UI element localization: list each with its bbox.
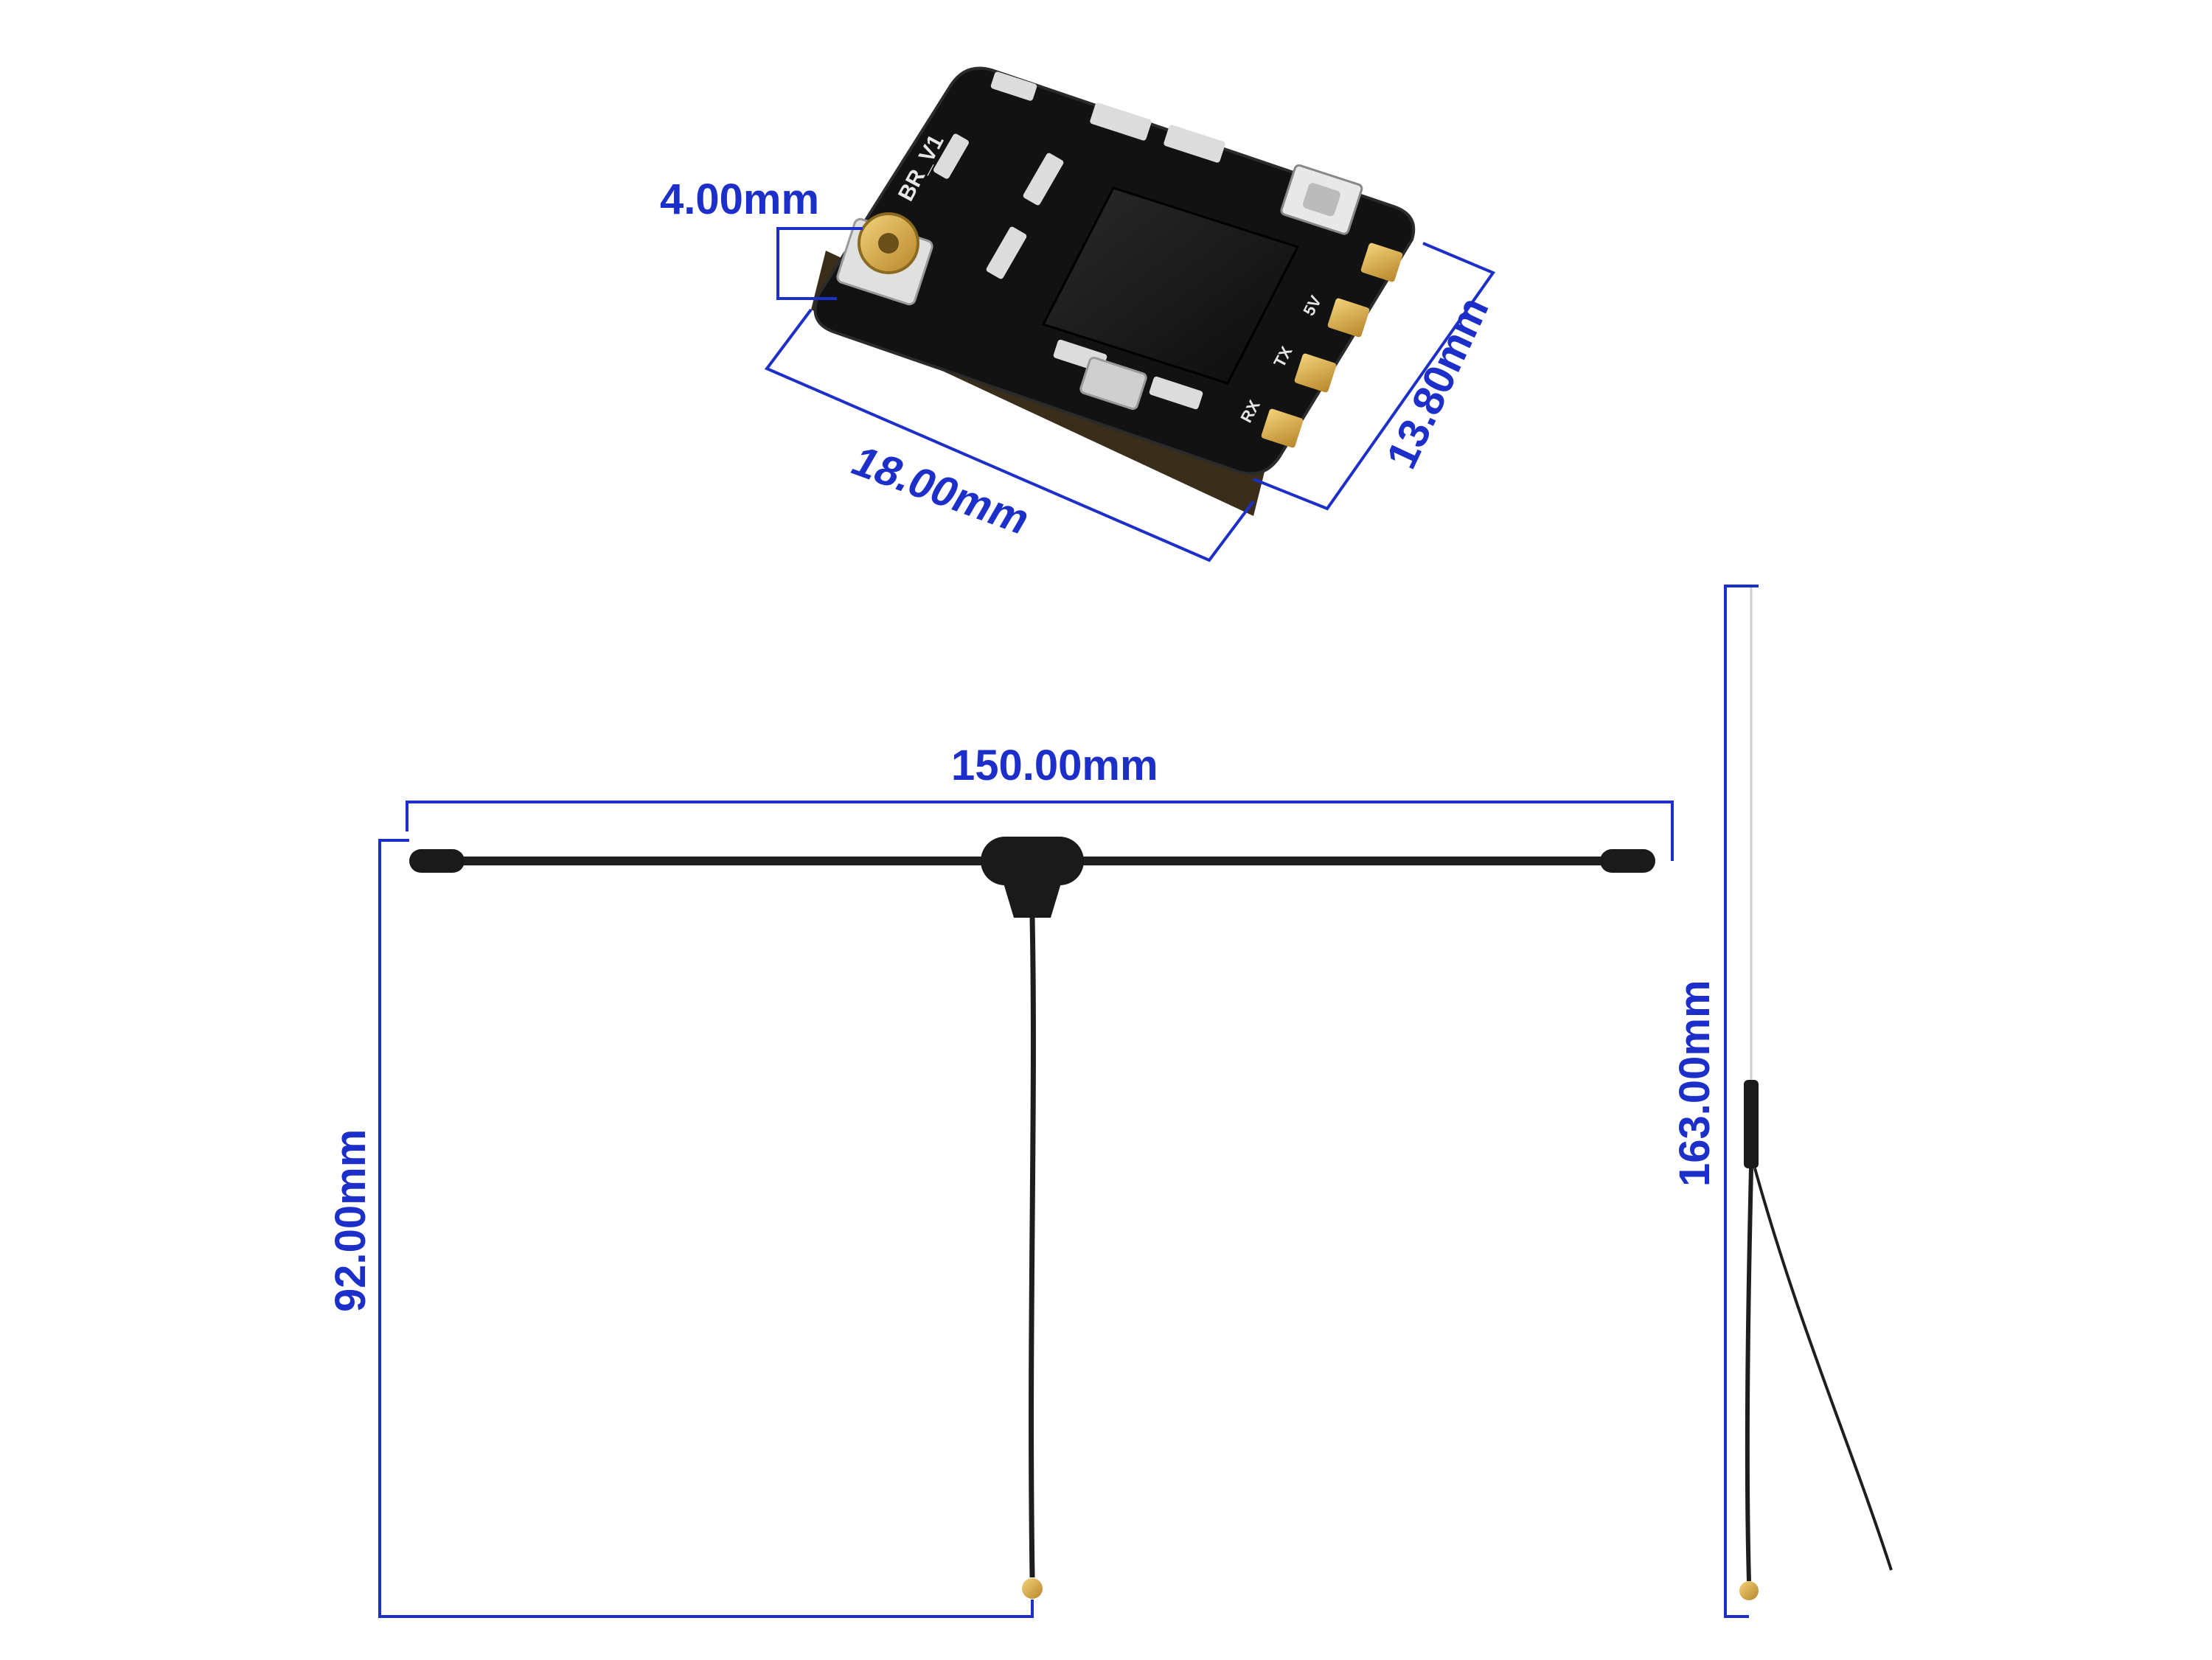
wire-antenna-dimension-lines <box>1724 585 1759 1618</box>
dipole-span-line <box>406 801 1674 861</box>
main-chip <box>1041 186 1300 385</box>
single-antenna-line <box>1724 585 1759 1618</box>
dipole-ufl-plug <box>1022 1578 1043 1599</box>
dipole-span-label: 150.00mm <box>951 742 1158 789</box>
connector-height-line <box>776 227 863 300</box>
board-width-line <box>1253 242 1496 511</box>
dipole-end-cap-left <box>409 849 465 873</box>
single-antenna-label: 163.00mm <box>1671 980 1719 1187</box>
board-dimension-lines <box>764 227 1496 562</box>
dipole-end-cap-right <box>1600 849 1655 873</box>
solder-pads <box>1261 243 1403 448</box>
dipole-center-hub <box>981 837 1084 885</box>
wire-antenna-ufl-plug <box>1739 1581 1759 1600</box>
board-width-label: 13.80mm <box>1377 290 1498 476</box>
board-length-line <box>764 308 1255 562</box>
wire-antenna-tail <box>1753 1168 1893 1571</box>
bind-button <box>1280 164 1363 235</box>
connector-height-label: 4.00mm <box>660 175 819 223</box>
crystal-oscillator <box>1079 356 1147 411</box>
dipole-hub-stem <box>1003 881 1062 918</box>
receiver-board: BR_V1 5V TX RX <box>811 66 1416 516</box>
dipole-cable-line <box>378 839 1034 1618</box>
dipole-dimension-lines <box>378 801 1674 1618</box>
dipole-cable <box>1029 917 1036 1578</box>
wire-antenna <box>1739 586 1893 1600</box>
dipole-antenna <box>409 837 1655 1599</box>
ufl-connector <box>836 212 933 306</box>
wire-antenna-sleeve <box>1744 1080 1759 1168</box>
wire-antenna-cable <box>1745 1168 1753 1582</box>
board-length-label: 18.00mm <box>843 439 1039 543</box>
dipole-cable-label: 92.00mm <box>327 1129 375 1312</box>
